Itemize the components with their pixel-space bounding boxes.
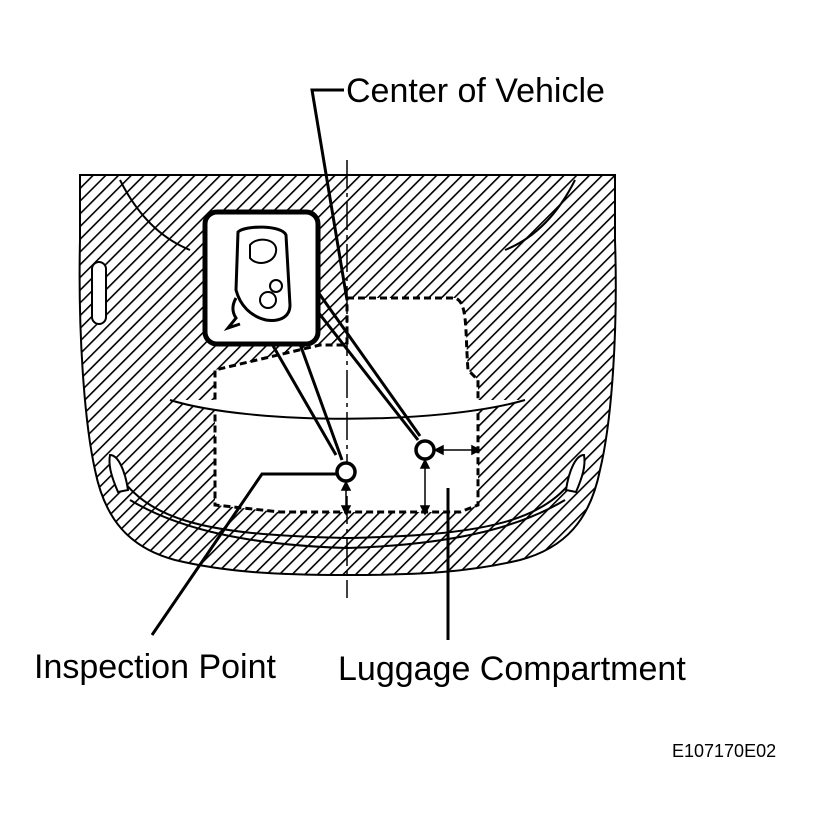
label-inspection-point: Inspection Point — [34, 648, 276, 686]
dimension-arrows — [340, 444, 482, 516]
label-center-of-vehicle: Center of Vehicle — [346, 72, 605, 110]
figure-code: E107170E02 — [672, 741, 776, 761]
leader-lines — [150, 88, 450, 640]
circle-marker-icon — [335, 461, 357, 483]
smart-key-callout — [202, 209, 422, 461]
label-luggage-compartment: Luggage Compartment — [338, 650, 686, 688]
circle-marker-icon — [414, 439, 436, 461]
smart-key-fob-icon — [223, 225, 292, 332]
